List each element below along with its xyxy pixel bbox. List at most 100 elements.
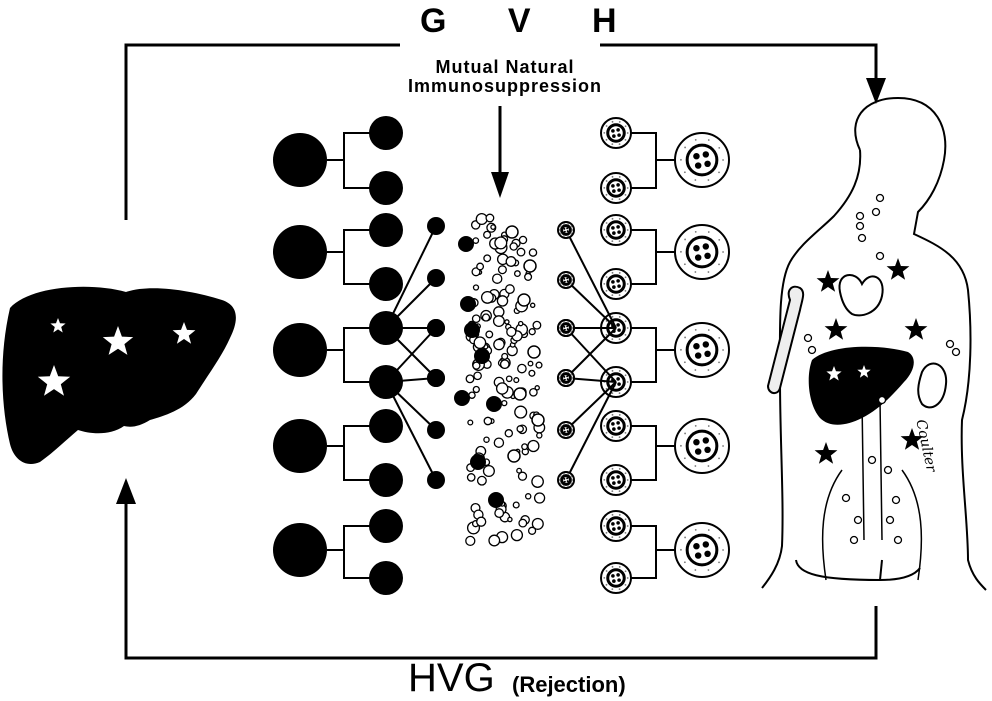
host-bone-left bbox=[768, 287, 803, 393]
particle bbox=[529, 329, 535, 335]
connector bbox=[630, 426, 675, 446]
particle bbox=[525, 274, 532, 281]
particle bbox=[529, 527, 536, 534]
donor-cell-large bbox=[675, 419, 729, 473]
connector bbox=[327, 526, 372, 550]
particle bbox=[515, 406, 527, 418]
particle bbox=[474, 372, 481, 379]
connector bbox=[327, 230, 372, 252]
particle bbox=[526, 494, 531, 499]
particle bbox=[529, 370, 535, 376]
particle bbox=[493, 274, 502, 283]
particle bbox=[473, 315, 480, 322]
donor-cell-cluster bbox=[558, 118, 729, 593]
particle bbox=[511, 530, 522, 541]
particle-dark bbox=[454, 390, 470, 406]
connector bbox=[630, 133, 675, 160]
connector bbox=[327, 328, 372, 350]
lymph-node bbox=[947, 341, 954, 348]
rejection-label: (Rejection) bbox=[512, 672, 626, 698]
particle bbox=[495, 509, 504, 518]
mutual-label-line2: Immunosuppression bbox=[380, 77, 630, 96]
lymph-node bbox=[855, 517, 862, 524]
particle bbox=[506, 285, 515, 294]
particle bbox=[483, 314, 490, 321]
star-icon bbox=[905, 318, 928, 340]
connector bbox=[630, 526, 675, 550]
particle-ring bbox=[508, 450, 520, 462]
particle bbox=[497, 383, 508, 394]
connector bbox=[630, 328, 675, 350]
particle bbox=[532, 476, 543, 487]
star-icon bbox=[815, 442, 838, 464]
donor-cell-small bbox=[601, 511, 631, 541]
donor-cell-small bbox=[601, 411, 631, 441]
particle bbox=[476, 214, 487, 225]
donor-cell-tiny bbox=[558, 370, 574, 386]
particle bbox=[473, 238, 478, 243]
particle bbox=[510, 243, 517, 250]
particle bbox=[477, 517, 486, 526]
host-spine bbox=[862, 400, 882, 540]
particle-dark bbox=[464, 322, 480, 338]
lymph-node bbox=[879, 397, 886, 404]
mutual-immunosuppression-label: Mutual Natural Immunosuppression bbox=[380, 58, 630, 96]
lymph-node bbox=[893, 497, 900, 504]
particle bbox=[484, 417, 491, 424]
particle bbox=[507, 327, 516, 336]
particle bbox=[497, 296, 507, 306]
particle bbox=[507, 376, 512, 381]
host-cell-small bbox=[369, 409, 403, 443]
host-liver-icon bbox=[809, 347, 914, 425]
liver-icon bbox=[2, 287, 235, 464]
particle bbox=[522, 444, 528, 450]
lymph-node bbox=[857, 223, 864, 230]
donor-cell-small bbox=[601, 465, 631, 495]
particle bbox=[519, 519, 527, 527]
particle bbox=[519, 322, 523, 326]
host-cell-small bbox=[369, 463, 403, 497]
host-cell-large bbox=[273, 523, 327, 577]
host-cell-large bbox=[273, 323, 327, 377]
donor-cell-large bbox=[675, 133, 729, 187]
particle bbox=[508, 517, 512, 521]
connector bbox=[344, 160, 372, 188]
particle bbox=[502, 401, 507, 406]
particle-ring bbox=[524, 260, 536, 272]
donor-cell-small bbox=[601, 563, 631, 593]
hvg-arrowhead bbox=[116, 478, 136, 504]
particle bbox=[536, 362, 542, 368]
particle-ring bbox=[506, 226, 518, 238]
particle-dark bbox=[474, 348, 490, 364]
star-icon bbox=[887, 258, 910, 280]
particle bbox=[474, 337, 485, 348]
donor-cell-tiny bbox=[558, 272, 574, 288]
host-cell-tiny bbox=[427, 217, 445, 235]
host-cell-large bbox=[273, 225, 327, 279]
hvg-label: HVG bbox=[408, 656, 495, 701]
particle bbox=[473, 387, 479, 393]
connector bbox=[630, 350, 656, 382]
particle-dark bbox=[460, 296, 476, 312]
connector bbox=[327, 426, 372, 446]
lymph-node bbox=[869, 457, 876, 464]
connector bbox=[630, 446, 656, 480]
suppression-zone-particles bbox=[454, 214, 545, 546]
particle bbox=[501, 360, 509, 368]
donor-cell-large bbox=[675, 225, 729, 279]
particle bbox=[502, 354, 508, 360]
host-cell-large bbox=[273, 419, 327, 473]
mutual-arrowhead bbox=[491, 172, 509, 198]
particle-ring bbox=[532, 414, 544, 426]
particle bbox=[491, 225, 495, 229]
lymph-node bbox=[895, 537, 902, 544]
star-icon bbox=[825, 318, 848, 340]
donor-cell-tiny bbox=[558, 422, 574, 438]
lymph-node bbox=[809, 347, 816, 354]
connector bbox=[344, 350, 372, 382]
particle bbox=[528, 361, 533, 366]
connector bbox=[344, 446, 372, 480]
star-icon bbox=[817, 270, 840, 292]
particle bbox=[537, 433, 542, 438]
